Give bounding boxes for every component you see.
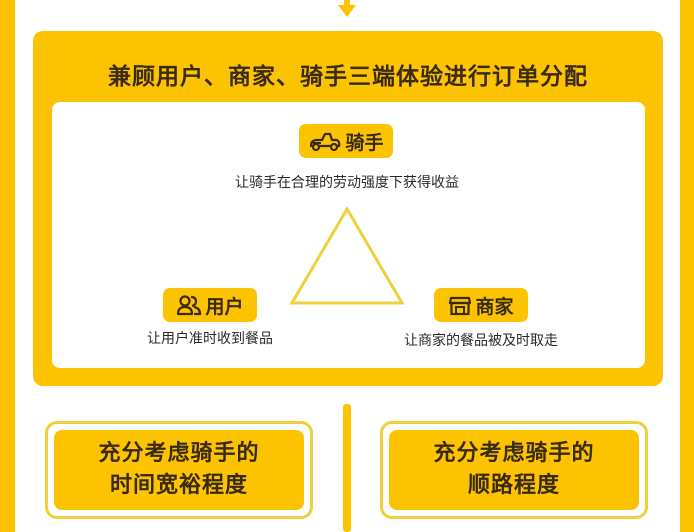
factor-line: 充分考虑骑手的 xyxy=(98,441,260,466)
factor-box-time-slack: 充分考虑骑手的 时间宽裕程度 xyxy=(45,421,313,519)
merchant-badge: 商家 xyxy=(434,288,528,322)
factor-box-route-alignment: 充分考虑骑手的 顺路程度 xyxy=(380,421,648,519)
users-icon xyxy=(177,295,202,316)
user-label: 用户 xyxy=(205,295,244,318)
merchant-label: 商家 xyxy=(475,295,514,318)
factor-content: 充分考虑骑手的 时间宽裕程度 xyxy=(54,430,304,510)
scooter-icon xyxy=(310,132,341,152)
factor-content: 充分考虑骑手的 顺路程度 xyxy=(389,430,639,510)
rider-label: 骑手 xyxy=(345,131,384,154)
user-badge: 用户 xyxy=(163,288,257,322)
factor-line: 充分考虑骑手的 xyxy=(433,441,595,466)
storefront-icon xyxy=(449,296,472,316)
rider-badge: 骑手 xyxy=(299,124,393,158)
arrow-down-icon xyxy=(338,0,356,17)
rider-description: 让骑手在合理的劳动强度下获得收益 xyxy=(235,175,459,191)
merchant-description: 让商家的餐品被及时取走 xyxy=(404,333,558,349)
factor-line: 顺路程度 xyxy=(467,473,560,498)
flow-connector-line xyxy=(343,404,351,532)
user-description: 让用户准时收到餐品 xyxy=(147,331,273,347)
triangle-connector xyxy=(289,206,405,305)
order-allocation-panel: 兼顾用户、商家、骑手三端体验进行订单分配 xyxy=(33,31,663,386)
right-border-bar xyxy=(680,0,694,532)
factor-line: 时间宽裕程度 xyxy=(109,473,248,498)
left-border-bar xyxy=(0,0,15,532)
panel-title: 兼顾用户、商家、骑手三端体验进行订单分配 xyxy=(108,64,588,90)
